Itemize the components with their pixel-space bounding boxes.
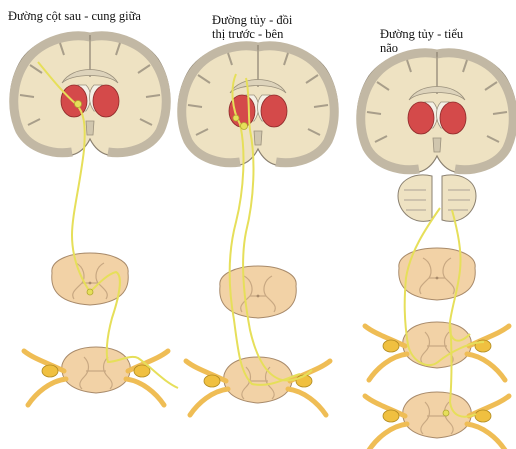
panel-dorsal-column [10,34,179,405]
spinothalamic-pathway-2 [242,77,313,382]
cerebellum [397,174,477,222]
spinocerebellar-pathway-2 [448,209,477,418]
clarke-nucleus-neuron [442,409,450,417]
panel-title-spinothalamic: Đường tủy - đồi thị trước - bên [212,13,293,41]
thalamus-relay-neuron [74,100,82,108]
spinal-segment-3a [365,322,509,380]
brain-coronal-section-1 [10,34,170,156]
panel-title-dorsal-column: Đường cột sau - cung giữa [8,9,141,23]
panel-spinothalamic [178,44,338,415]
medulla-section-1 [51,252,129,306]
spinothalamic-pathway-1 [228,73,301,386]
spinal-segment-2 [186,357,330,415]
panel-spinocerebellar [357,51,516,449]
panel-title-spinocerebellar: Đường tủy - tiểu não [380,27,464,55]
dorsal-column-pathway [37,61,179,389]
brain-coronal-section-2 [178,44,338,166]
medulla-relay-neuron [86,288,94,296]
brain-coronal-section-3 [357,51,516,173]
spinocerebellar-pathway-1 [403,207,485,367]
thalamus-neuron-2b [232,114,240,122]
spinal-segment-1 [24,347,168,405]
spinal-segment-3b [365,392,509,449]
thalamus-neuron-2 [240,122,248,130]
medulla-section-3 [398,247,476,301]
